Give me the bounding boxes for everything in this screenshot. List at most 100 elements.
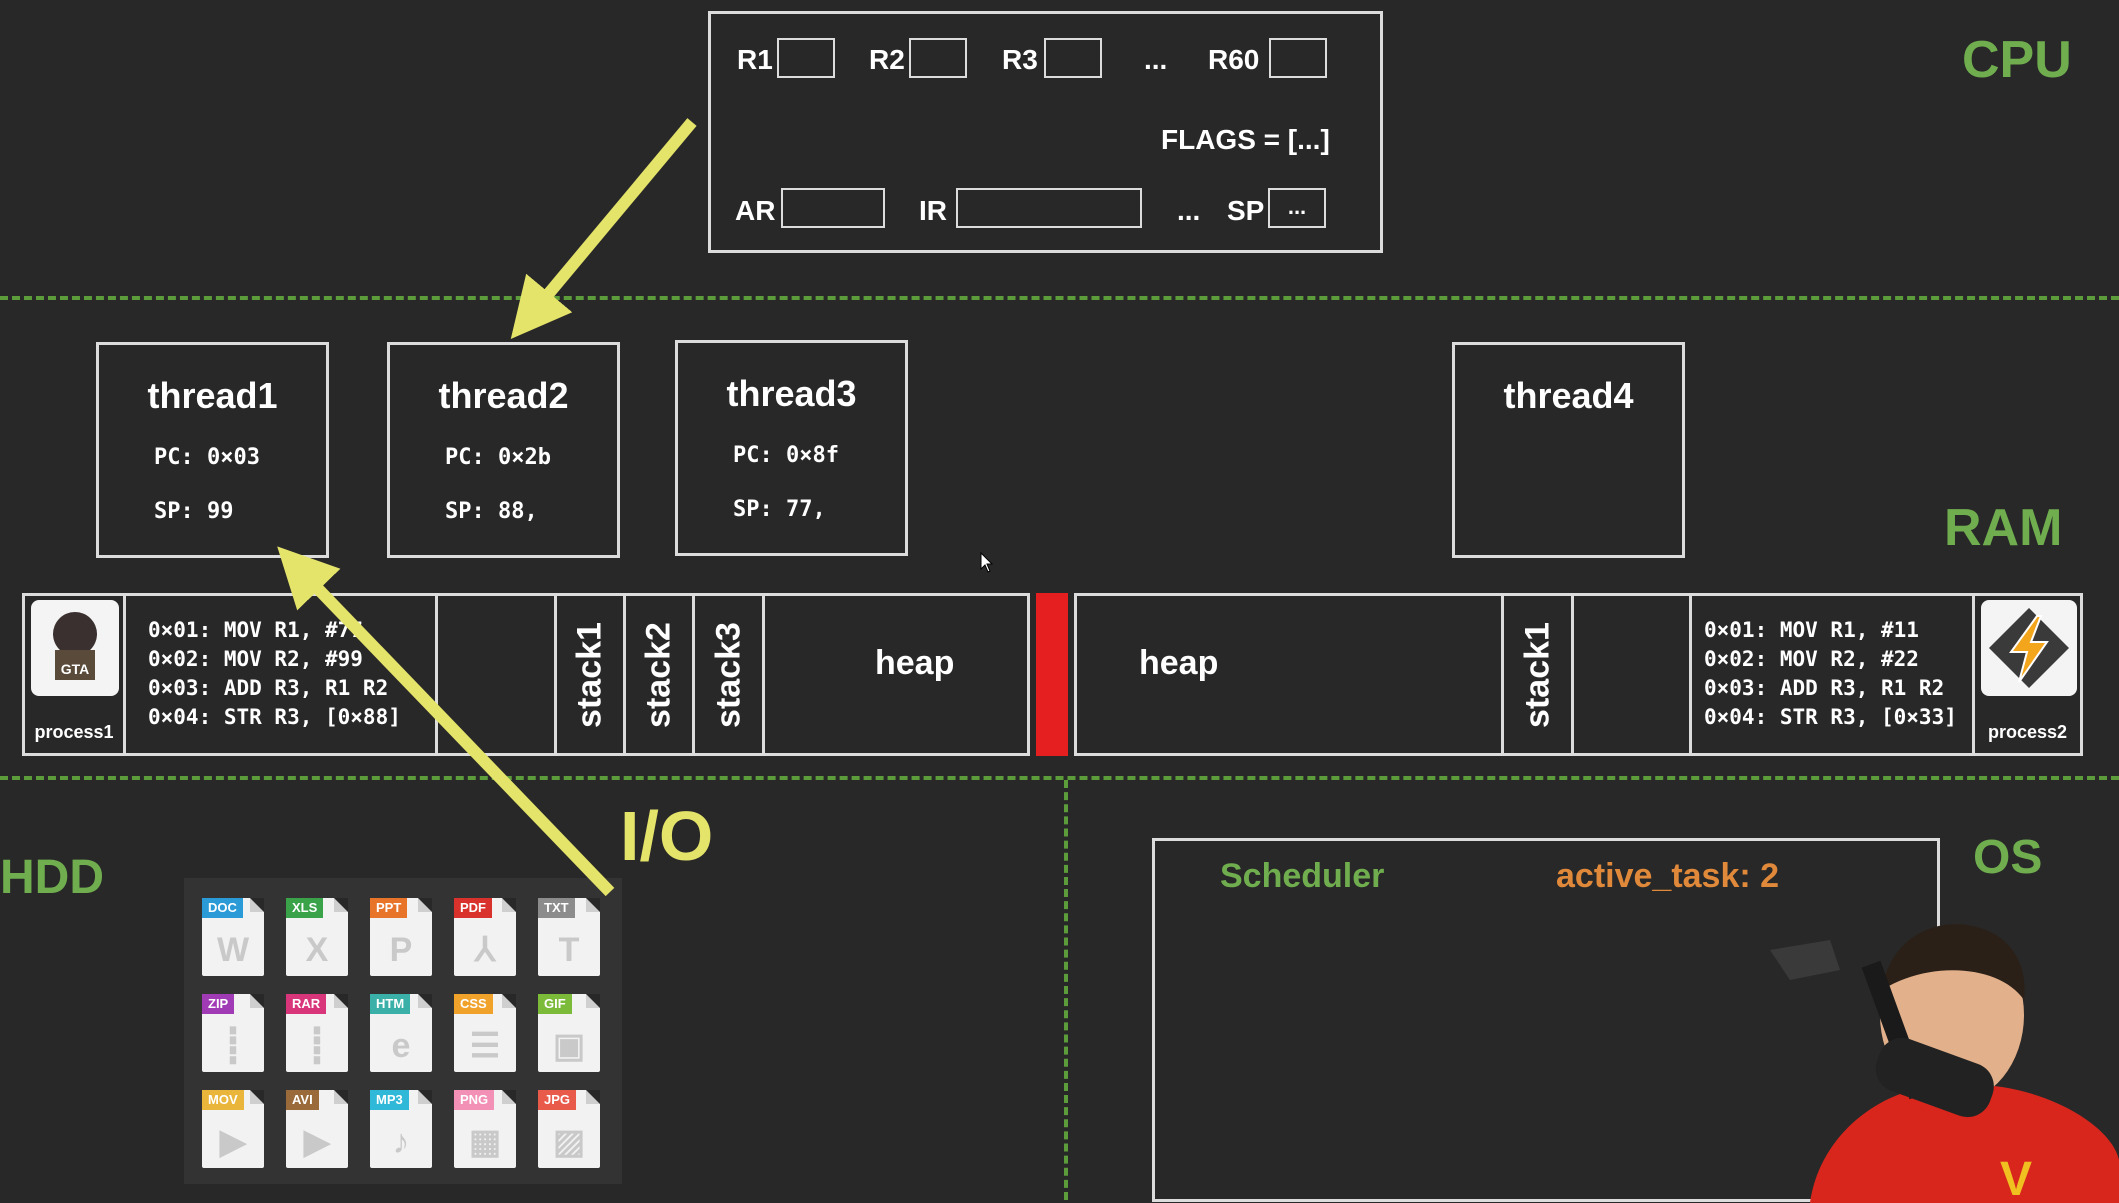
- cpu-section-label: CPU: [1962, 31, 2072, 89]
- thread-name: thread2: [438, 375, 569, 416]
- stack-segment: stack1: [554, 593, 626, 756]
- stack-label: stack1: [1518, 621, 1556, 728]
- file-type-glyph: ▦: [468, 1123, 502, 1161]
- file-type-tag: MOV: [202, 1090, 244, 1110]
- file-type-tag: RAR: [286, 994, 327, 1014]
- code-line: 0×04: STR R3, [0×33]: [1704, 705, 1957, 729]
- code-line: 0×02: MOV R2, #22: [1704, 647, 1919, 671]
- file-type-glyph: ▣: [552, 1027, 586, 1065]
- register-box: [1269, 38, 1327, 78]
- ir-label: IR: [919, 195, 947, 226]
- register-ellipsis: ...: [1144, 44, 1168, 75]
- thread-sp: SP: 88,: [445, 499, 538, 524]
- svg-text:V: V: [2000, 1153, 2032, 1203]
- flags-label: FLAGS = [...]: [1161, 124, 1330, 155]
- scheduler-title: Scheduler: [1220, 857, 1385, 895]
- code-line: 0×02: MOV R2, #99: [148, 647, 363, 671]
- cpu-register-panel: R1 R2 R3 ... R60 FLAGS = [...] AR IR ...…: [708, 11, 1383, 253]
- thread-sp: SP: 77,: [733, 497, 826, 522]
- register-box: [1044, 38, 1102, 78]
- cpu-to-thread2-arrow: [510, 118, 697, 340]
- ram-section-label: RAM: [1944, 499, 2063, 557]
- code-line: 0×04: STR R3, [0×88]: [148, 705, 401, 729]
- file-type-tag: MP3: [370, 1090, 409, 1110]
- stack-label: stack2: [639, 621, 678, 728]
- thread-pc: PC: 0×8f: [733, 443, 839, 468]
- os-section-label: OS: [1973, 831, 2043, 884]
- file-type-tag: XLS: [286, 898, 324, 918]
- file-type-glyph: e: [391, 1027, 411, 1065]
- file-type-glyph: ☰: [469, 1027, 501, 1065]
- winamp-lightning-icon: [1981, 600, 2077, 696]
- file-type-icon: PNG ▦: [454, 1090, 516, 1168]
- ar-label: AR: [735, 195, 776, 226]
- code-line: 0×01: MOV R1, #77: [148, 618, 363, 642]
- thread-card: thread4: [1452, 342, 1685, 558]
- register-label: R1: [737, 44, 773, 75]
- file-type-icon: MP3 ♪: [370, 1090, 432, 1168]
- process2-code-segment: 0×01: MOV R1, #11 0×02: MOV R2, #22 0×03…: [1689, 593, 1975, 756]
- file-type-icon: ZIP ┋: [202, 994, 264, 1072]
- mouse-cursor-icon: [980, 552, 994, 573]
- file-type-glyph: ┋: [222, 1027, 244, 1065]
- process1-data-segment: [435, 593, 557, 756]
- stack-segment: stack2: [623, 593, 695, 756]
- thread-name: thread4: [1503, 375, 1634, 416]
- process2-data-segment: [1571, 593, 1692, 756]
- process2-heap-segment: heap: [1074, 593, 1504, 756]
- register-box: [777, 38, 835, 78]
- file-type-icon: MOV ▶: [202, 1090, 264, 1168]
- file-type-glyph: W: [216, 931, 250, 969]
- file-type-icon: PDF⅄: [454, 898, 516, 976]
- file-type-tag: PNG: [454, 1090, 495, 1110]
- process-boundary-marker: [1036, 593, 1068, 756]
- ram-hdd-divider: [0, 776, 2119, 780]
- stack-label: stack3: [709, 621, 747, 728]
- file-type-glyph: ▨: [552, 1123, 586, 1161]
- code-line: 0×03: ADD R3, R1 R2: [148, 676, 389, 700]
- file-type-glyph: ⅄: [474, 931, 496, 969]
- file-type-icon: JPG ▨: [538, 1090, 600, 1168]
- register-label: R60: [1208, 44, 1260, 75]
- file-type-icon: XLS X: [286, 898, 348, 976]
- ar-register-box: [781, 188, 885, 228]
- register-label: R2: [869, 44, 905, 75]
- file-type-glyph: X: [305, 931, 329, 969]
- stack-label: stack1: [570, 621, 609, 728]
- file-type-icon: RAR ┋: [286, 994, 348, 1072]
- file-type-glyph: ┋: [306, 1027, 328, 1065]
- code-line: 0×03: ADD R3, R1 R2: [1704, 676, 1945, 700]
- process1-label: process1: [34, 722, 114, 742]
- thread-sp: SP: 99: [154, 499, 234, 524]
- thread-pc: PC: 0×03: [154, 445, 260, 470]
- file-type-glyph: ♪: [392, 1123, 410, 1161]
- sp-register-box: ...: [1268, 188, 1326, 228]
- register-label: R3: [1002, 44, 1038, 75]
- hdd-os-divider: [1064, 780, 1068, 1200]
- process2-label: process2: [1987, 722, 2068, 742]
- presenter-webcam: V: [1770, 924, 2119, 1203]
- file-type-tag: ZIP: [202, 994, 235, 1014]
- io-label: I/O: [620, 797, 714, 875]
- svg-text:GTA: GTA: [61, 661, 90, 677]
- process2-icon-cell: process2: [1972, 593, 2083, 756]
- file-type-tag: JPG: [538, 1090, 577, 1110]
- thread-name: thread3: [726, 373, 857, 414]
- ir-register-box: [956, 188, 1142, 228]
- thread-card: thread1 PC: 0×03 SP: 99: [96, 342, 329, 558]
- file-type-tag: TXT: [538, 898, 575, 918]
- file-type-tag: GIF: [538, 994, 572, 1014]
- file-type-tag: DOC: [202, 898, 243, 918]
- cpu-ram-divider: [0, 296, 2119, 300]
- file-type-glyph: ▶: [219, 1123, 247, 1161]
- sp-label: SP: [1227, 195, 1265, 226]
- code-line: 0×01: MOV R1, #11: [1704, 618, 1919, 642]
- heap-label: heap: [1139, 644, 1219, 682]
- process1-heap-segment: heap: [762, 593, 1030, 756]
- stack-segment: stack3: [692, 593, 765, 756]
- process1-code-segment: 0×01: MOV R1, #77 0×02: MOV R2, #99 0×03…: [123, 593, 438, 756]
- file-type-tag: CSS: [454, 994, 493, 1014]
